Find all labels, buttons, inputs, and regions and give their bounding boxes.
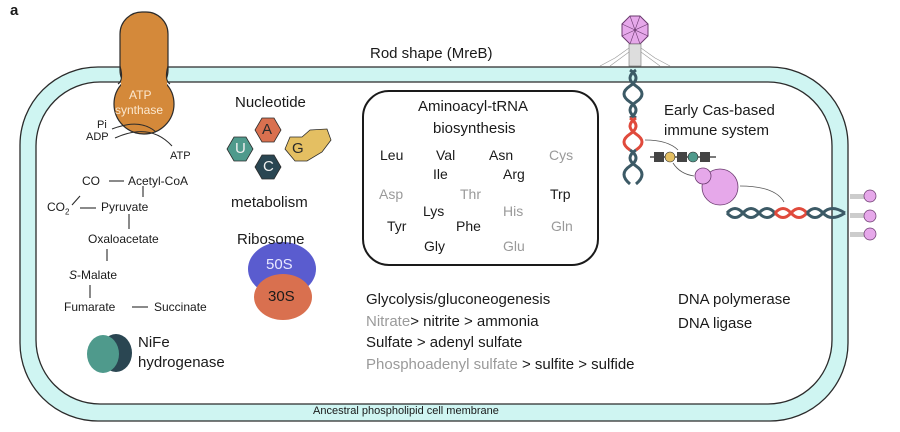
glycolysis-label: Glycolysis/gluconeogenesis: [366, 291, 551, 308]
pathway-lines: [71, 180, 148, 308]
nucleotide-title: Nucleotide: [235, 94, 306, 111]
aa-cys: Cys: [549, 147, 574, 163]
atp-label: ATP: [170, 150, 191, 162]
aa-phe: Phe: [456, 218, 481, 234]
crispr-array-icon: [644, 139, 716, 177]
aa-his: His: [503, 203, 524, 219]
aa-ile: Ile: [433, 166, 448, 182]
base-c: C: [263, 158, 274, 175]
co-label: CO: [82, 174, 100, 188]
aa-thr: Thr: [460, 186, 481, 202]
adp-label: ADP: [86, 131, 109, 143]
pyruvate-label: Pyruvate: [101, 200, 149, 214]
aa-asn: Asn: [489, 147, 514, 163]
co2-label: CO2: [47, 200, 70, 217]
hydrogenase-icon: [87, 334, 132, 373]
phage-icon: [599, 15, 671, 67]
nucleotide-subtitle: metabolism: [231, 194, 308, 211]
sulfate-pathway: Sulfate > adenyl sulfate: [366, 334, 523, 351]
ribosome-30s: 30S: [268, 288, 295, 305]
aa-trp: Trp: [550, 186, 571, 202]
cas-label-1: Early Cas-based: [664, 102, 775, 119]
trna-box: [362, 90, 599, 266]
trna-title-2: biosynthesis: [433, 120, 516, 137]
base-g: G: [292, 140, 304, 157]
base-a: A: [262, 121, 273, 138]
phosphoadenyl-pathway: Phosphoadenyl sulfate > sulfite > sulfid…: [366, 356, 635, 373]
nucleotide-icon: [226, 117, 332, 180]
membrane-label: Ancestral phospholipid cell membrane: [313, 405, 499, 417]
hydrogenase-label-1: NiFe: [138, 334, 170, 351]
rod-shape-label: Rod shape (MreB): [370, 45, 493, 62]
pi-label: Pi: [97, 119, 107, 131]
oxaloacetate-label: Oxaloacetate: [88, 232, 159, 246]
ribosome-50s: 50S: [266, 256, 293, 273]
hydrogenase-label-2: hydrogenase: [138, 354, 225, 371]
aa-glu: Glu: [503, 238, 525, 254]
base-u: U: [235, 140, 246, 157]
dna-polymerase-label: DNA polymerase: [678, 291, 791, 308]
atp-synthase-label-2: synthase: [115, 103, 164, 117]
atp-synthase-label-1: ATP: [129, 88, 152, 102]
acetyl-coa-label: Acetyl-CoA: [128, 174, 189, 188]
ribosome-title: Ribosome: [237, 231, 305, 248]
fumarate-label: Fumarate: [64, 300, 116, 314]
aa-val: Val: [436, 147, 456, 163]
aa-gly: Gly: [424, 238, 445, 254]
aa-lys: Lys: [423, 203, 445, 219]
aa-tyr: Tyr: [387, 218, 407, 234]
aa-gln: Gln: [551, 218, 573, 234]
succinate-label: Succinate: [154, 300, 207, 314]
aa-asp: Asp: [379, 186, 404, 202]
s-malate-label: S-Malate: [69, 268, 118, 282]
aa-arg: Arg: [503, 166, 525, 182]
aa-leu: Leu: [380, 147, 404, 163]
atp-synthase-icon: [111, 11, 175, 147]
trna-title-1: Aminoacyl-tRNA: [418, 98, 529, 115]
target-dna-icon: [725, 207, 846, 219]
dna-ligase-label: DNA ligase: [678, 315, 753, 332]
panel-label: a: [10, 2, 19, 19]
nitrate-pathway: Nitrate> nitrite > ammonia: [366, 313, 539, 330]
cas-protein-icon: [694, 167, 785, 206]
phage-dna-icon: [622, 68, 644, 186]
attached-phages-icon: [850, 189, 877, 241]
cas-label-2: immune system: [664, 122, 770, 139]
ribosome-icon: [248, 242, 316, 320]
